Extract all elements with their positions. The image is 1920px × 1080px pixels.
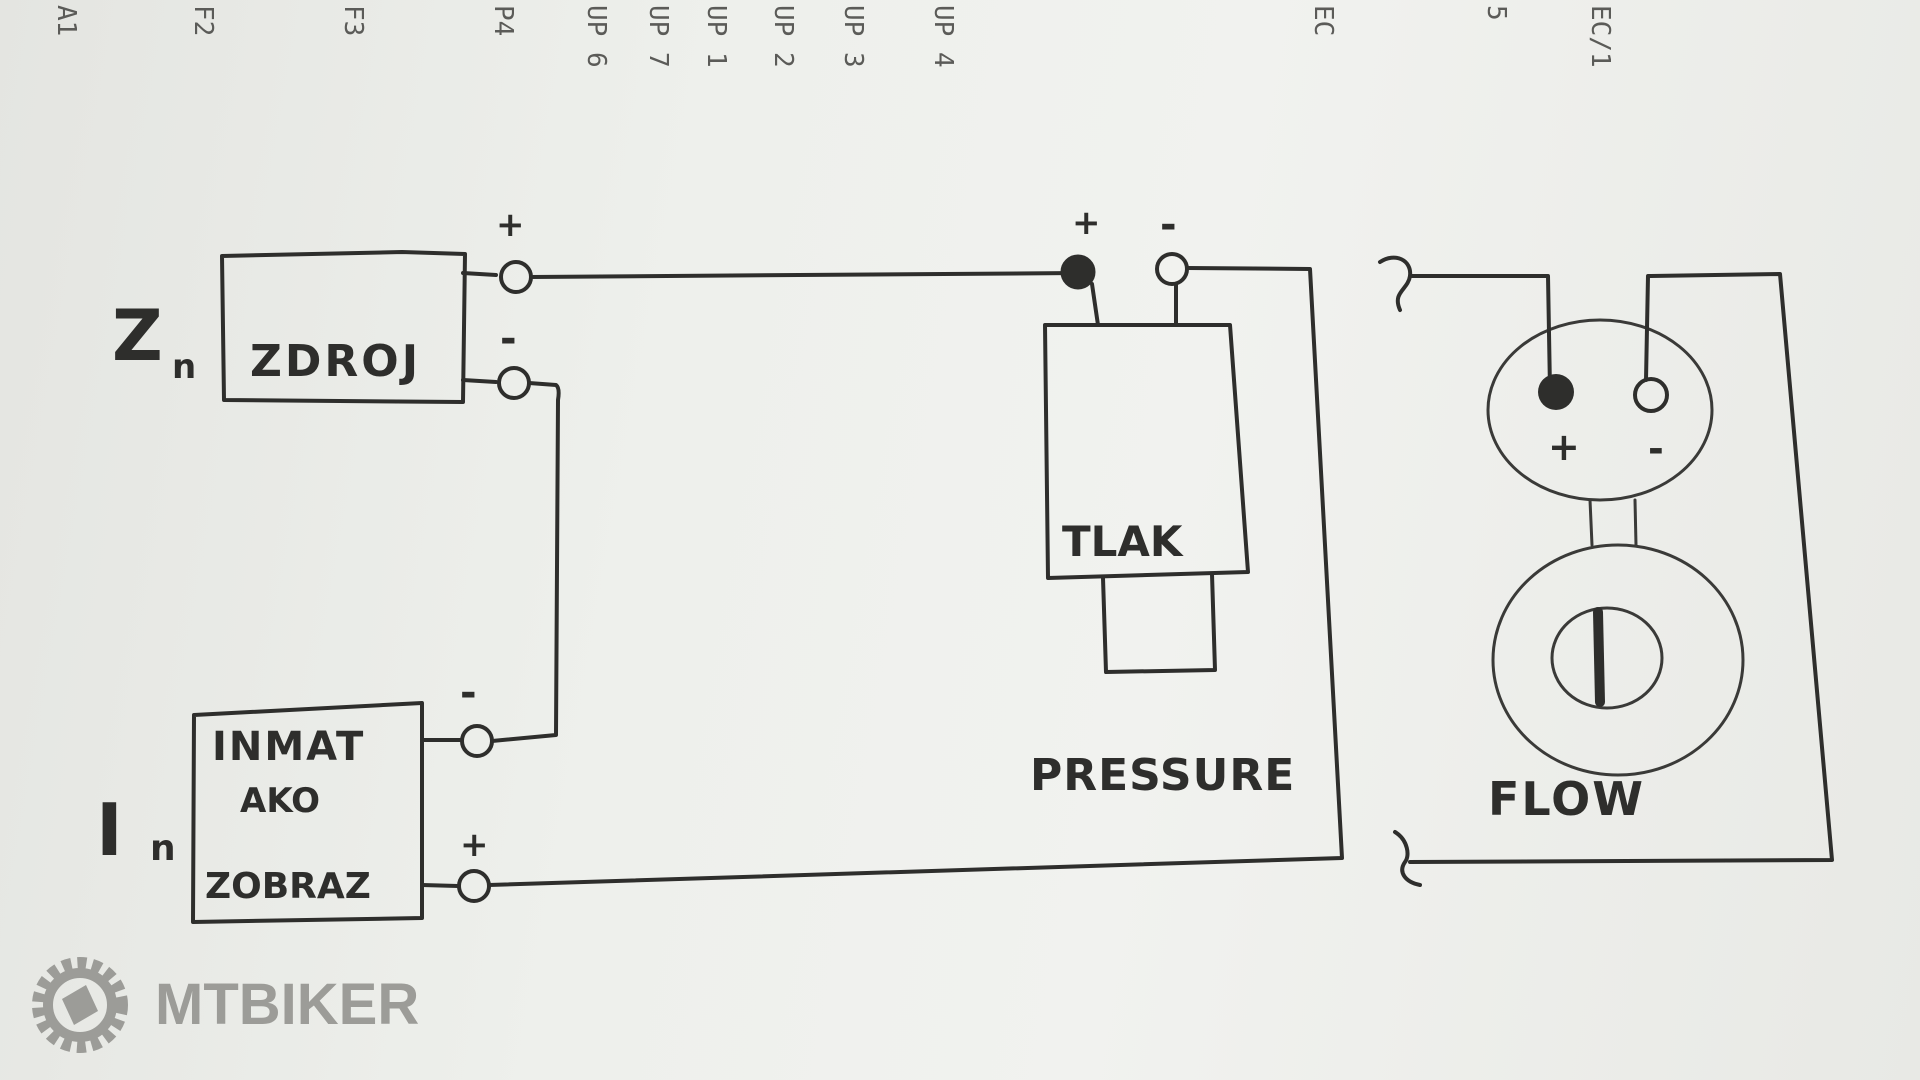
wires: [487, 266, 1344, 887]
display-label-line2: AKO: [240, 781, 320, 821]
flow-rotor-circle: [1550, 606, 1664, 710]
source-block: ZDROJ Z n + -: [112, 205, 533, 404]
pressure-box: [1043, 323, 1250, 580]
tilde-symbol-bottom: [1393, 830, 1422, 887]
pressure-sensor: TLAK + - PRESSURE: [1030, 202, 1295, 801]
terminal-minus: [460, 724, 494, 758]
zn-subscript: n: [172, 347, 196, 387]
print-line: A1: [51, 5, 81, 36]
wire-flow-plus: [1408, 274, 1552, 392]
zn-label: Z: [112, 295, 163, 377]
display-label-line1: INMAT: [212, 724, 365, 770]
terminal-minus: [497, 366, 531, 400]
terminal-plus: [499, 260, 533, 294]
pressure-port: [1101, 572, 1217, 674]
display-label-line3: ZOBRAZ: [205, 866, 371, 907]
watermark-brand: MTBIKER: [155, 972, 419, 1037]
wire-pressure-minus-to-display-plus: [487, 266, 1344, 887]
print-line: 5: [1481, 5, 1511, 21]
lead-wire: [461, 271, 498, 277]
terminal-plus-filled: [1538, 374, 1574, 410]
flow-stem: [1588, 498, 1594, 547]
print-line: UP 2: [768, 5, 798, 68]
minus-sign: -: [460, 670, 477, 716]
print-line: EC/1: [1585, 5, 1615, 68]
in-subscript: n: [150, 828, 176, 869]
wire-source-minus-to-display-minus: [490, 381, 561, 743]
minus-sign: -: [1160, 202, 1177, 248]
tilde-symbol-top: [1378, 255, 1413, 312]
gear-logo-icon: [32, 957, 128, 1053]
print-line: EC: [1308, 5, 1338, 36]
plus-sign: +: [1072, 203, 1101, 243]
wire-flow-minus-loop: [1408, 272, 1834, 864]
print-line: UP 3: [838, 5, 868, 68]
flow-connector-circle: [1486, 318, 1714, 502]
print-line: UP 6: [581, 5, 611, 68]
flow-stem: [1633, 498, 1638, 547]
print-line: P4: [488, 5, 518, 36]
background-print: A1 F2 F3 P4 UP 6 UP 7 UP 1 UP 2 UP 3 UP …: [51, 5, 1615, 68]
pressure-caption: PRESSURE: [1030, 750, 1295, 801]
print-line: F2: [188, 5, 218, 36]
minus-sign: -: [1648, 427, 1664, 471]
display-block: INMAT AKO ZOBRAZ I n - +: [96, 670, 494, 924]
flow-meter: + - FLOW: [1378, 255, 1834, 887]
print-line: UP 1: [701, 5, 731, 68]
sensor-lead: [1090, 282, 1100, 327]
plus-sign: +: [460, 825, 489, 865]
print-line: UP 4: [928, 5, 958, 68]
lead-wire: [420, 883, 460, 888]
plus-sign: +: [1548, 425, 1580, 469]
terminal-plus: [457, 869, 491, 903]
wire-source-plus-to-pressure-plus: [529, 271, 1080, 279]
in-label: I: [96, 788, 123, 872]
watermark: MTBIKER: [32, 957, 419, 1053]
print-line: F3: [338, 5, 368, 36]
source-label: ZDROJ: [250, 336, 421, 387]
source-box: [220, 250, 467, 404]
pressure-box-label: TLAK: [1062, 517, 1184, 566]
minus-sign: -: [500, 316, 517, 362]
terminal-plus-filled: [1060, 254, 1096, 290]
flow-body-circle: [1491, 543, 1745, 777]
display-box: [191, 701, 424, 924]
lead-wire: [461, 378, 498, 384]
print-line: UP 7: [643, 5, 673, 68]
terminal-minus: [1633, 377, 1669, 413]
plus-sign: +: [496, 205, 525, 245]
flow-rotor-bar: [1593, 607, 1605, 707]
terminal-minus: [1155, 252, 1189, 286]
flow-caption: FLOW: [1488, 772, 1645, 826]
